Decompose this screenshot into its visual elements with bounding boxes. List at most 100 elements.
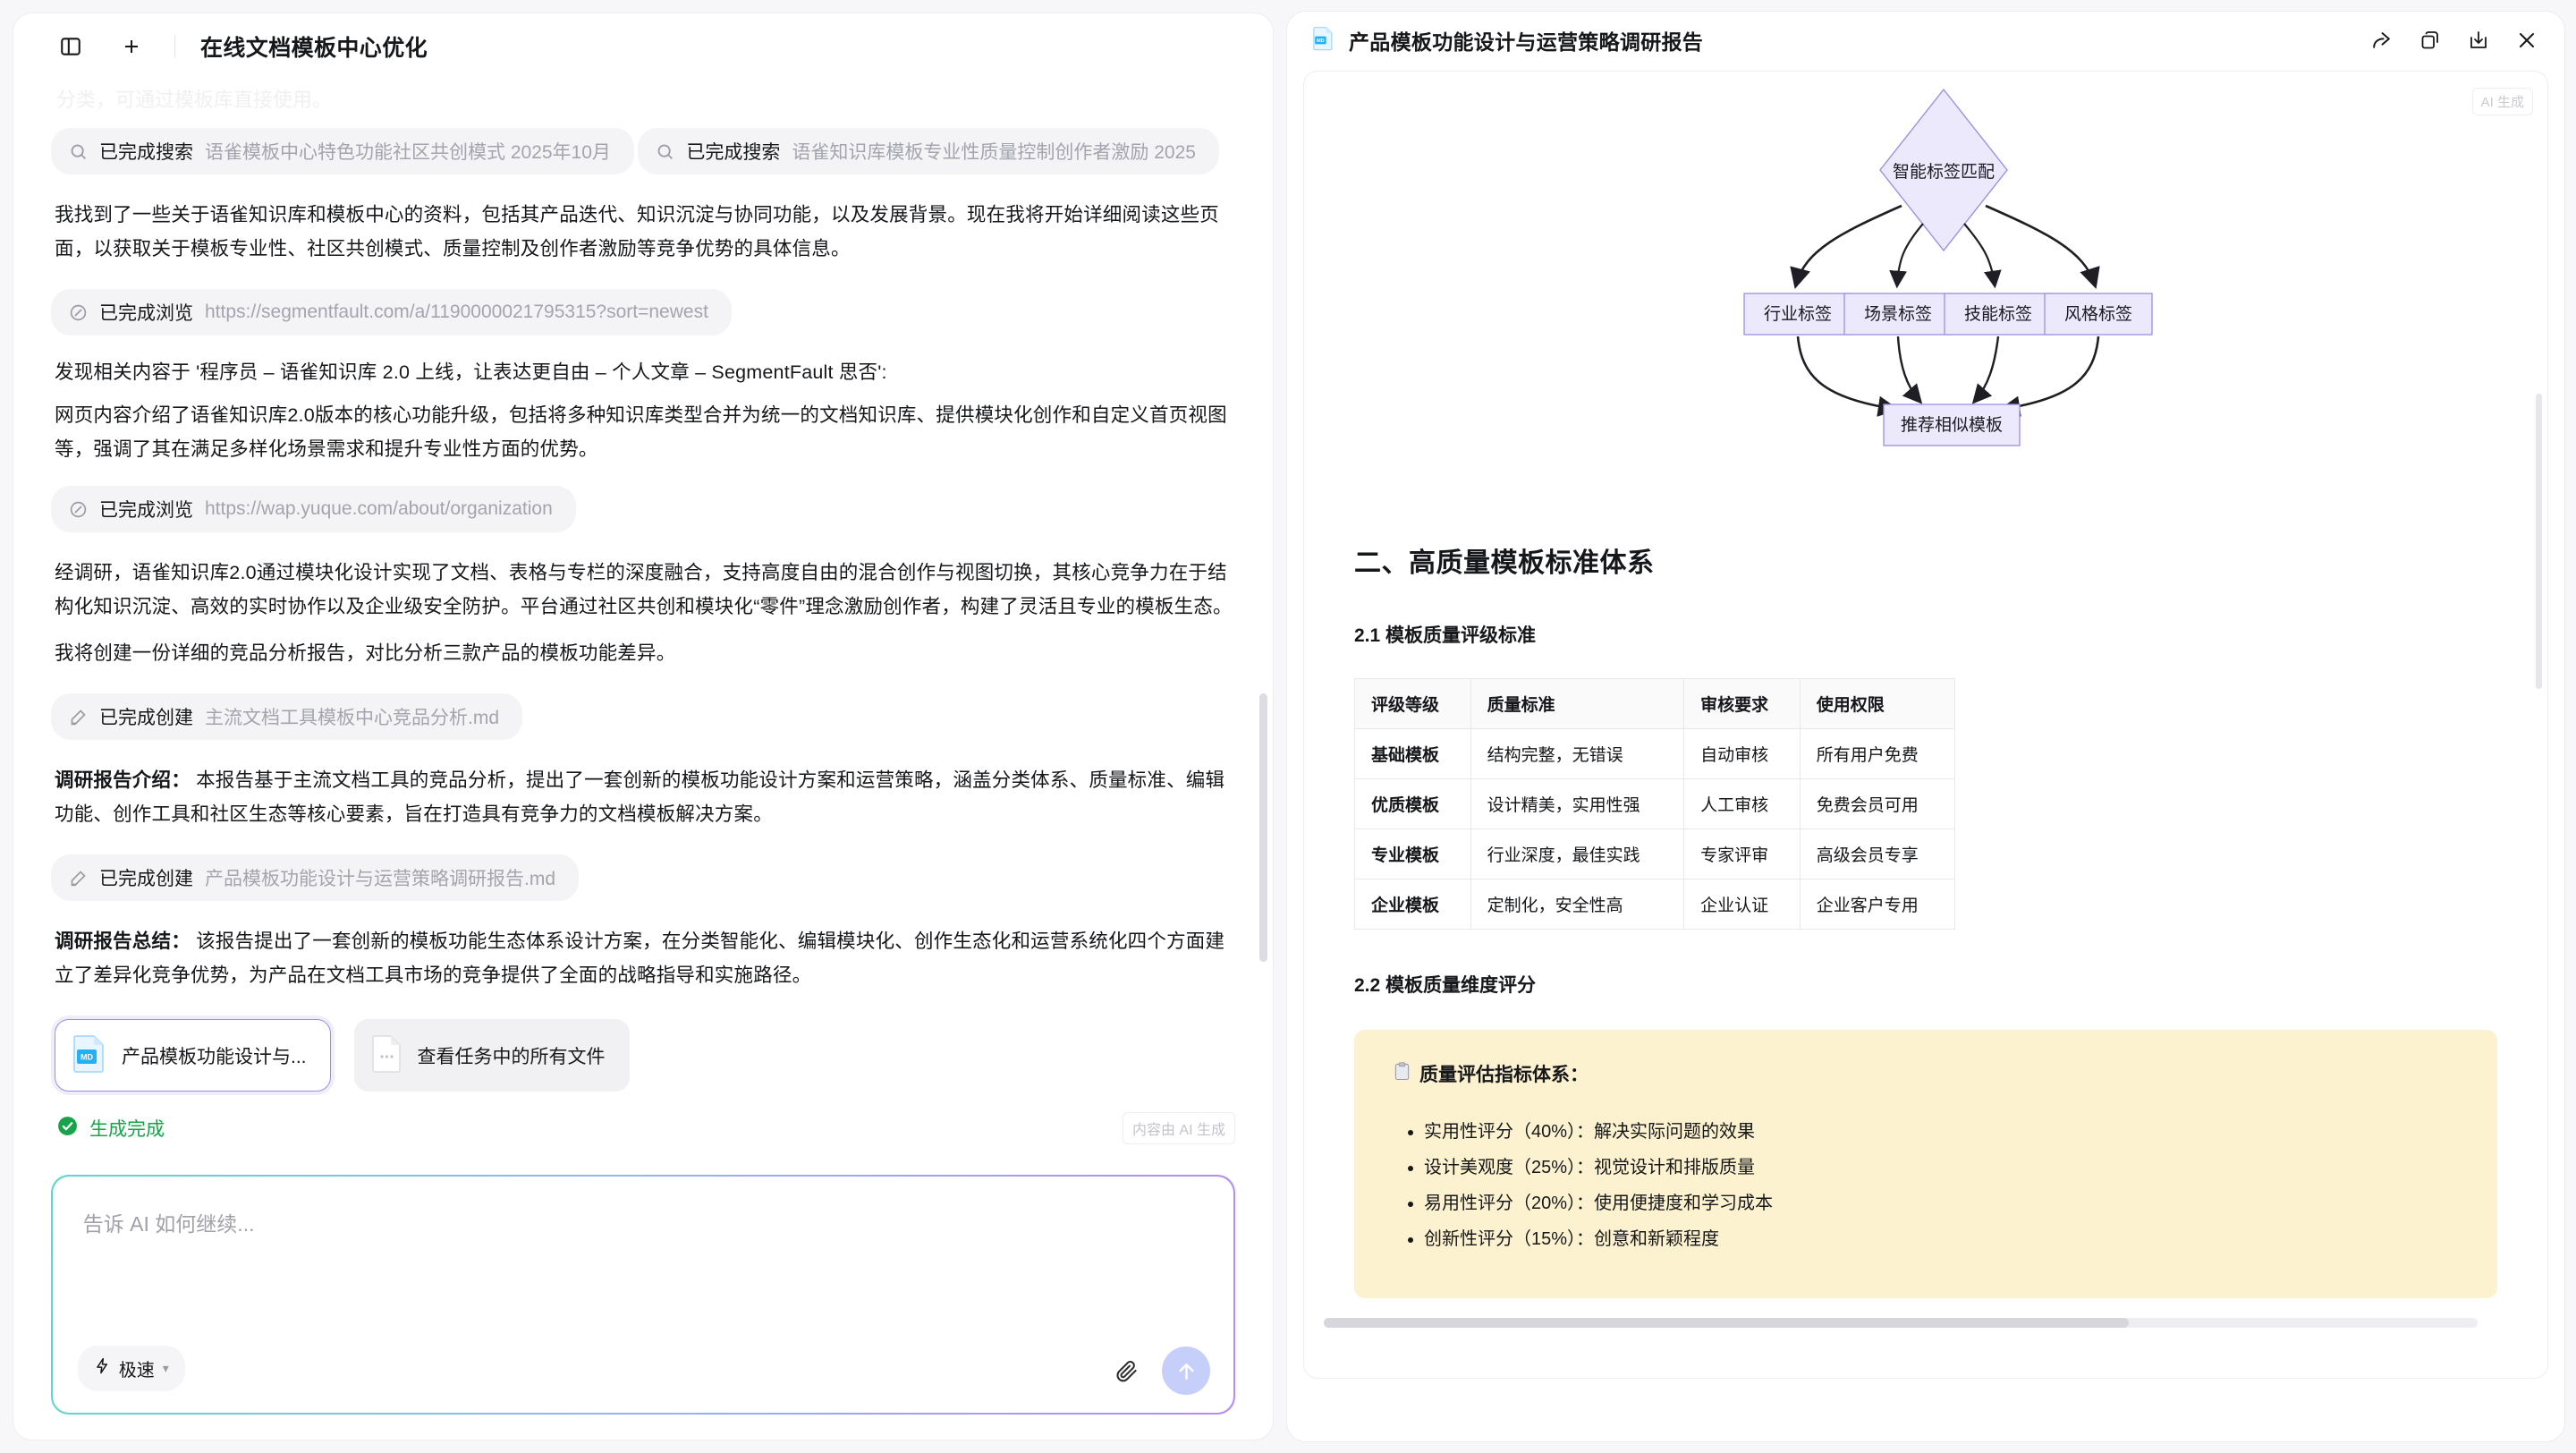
mode-label: 极速 xyxy=(118,1361,155,1381)
step-value: 主流文档工具模板中心竞品分析.md xyxy=(205,708,500,728)
file-card-list: MD 产品模板功能设计与... 查看任务中的所有文件 xyxy=(55,1019,1235,1092)
table-cell: 所有用户免费 xyxy=(1799,728,1956,779)
composer-inner: 告诉 AI 如何继续... 极速 ▾ xyxy=(52,1176,1234,1414)
svg-text:MD: MD xyxy=(1317,38,1325,44)
table-header-cell: 使用权限 xyxy=(1799,678,1956,729)
table-cell: 优质模板 xyxy=(1354,778,1471,829)
document-horizontal-scrollbar[interactable] xyxy=(1324,1318,2478,1328)
table-cell: 专业模板 xyxy=(1354,828,1471,879)
step-value: https://segmentfault.com/a/1190000021795… xyxy=(205,302,708,322)
chat-panel: 在线文档模板中心优化 分类，可通过模板库直接使用。 已完成搜索 语雀模板中心特色… xyxy=(13,13,1274,1440)
step-create-2[interactable]: 已完成创建 产品模板功能设计与运营策略调研报告.md xyxy=(51,854,580,901)
chevron-down-icon: ▾ xyxy=(162,1361,169,1376)
step-search-1[interactable]: 已完成搜索 语雀模板中心特色功能社区共创模式 2025年10月 xyxy=(51,128,634,174)
generation-status: 生成完成 内容由 AI 生成 xyxy=(56,1112,1235,1144)
document-text: 二、高质量模板标准体系 2.1 模板质量评级标准 评级等级 质量标准 审核要求 … xyxy=(1304,540,2547,1298)
table-cell: 设计精美，实用性强 xyxy=(1470,778,1685,829)
browse-icon xyxy=(69,303,88,322)
table-header-cell: 评级等级 xyxy=(1354,678,1471,729)
copy-icon[interactable] xyxy=(2419,30,2441,51)
step-browse-2[interactable]: 已完成浏览 https://wap.yuque.com/about/organi… xyxy=(51,486,576,532)
clipboard-icon xyxy=(1394,1061,1411,1086)
report-summary-text: 该报告提出了一套创新的模板功能生态体系设计方案，在分类智能化、编辑模块化、创作生… xyxy=(55,930,1225,986)
close-icon[interactable] xyxy=(2516,30,2538,51)
table-header-cell: 审核要求 xyxy=(1683,678,1801,729)
step-value: 语雀模板中心特色功能社区共创模式 2025年10月 xyxy=(205,142,611,163)
send-button[interactable] xyxy=(1162,1347,1211,1396)
page-title: 在线文档模板中心优化 xyxy=(200,36,428,61)
list-item: 创新性评分（15%）：创意和新颖程度 xyxy=(1424,1221,2458,1257)
step-label: 已完成浏览 xyxy=(99,500,193,521)
svg-text:行业标签: 行业标签 xyxy=(1764,304,1832,324)
mode-selector[interactable]: 极速 ▾ xyxy=(77,1346,185,1392)
step-value: https://wap.yuque.com/about/organization xyxy=(205,498,553,519)
svg-text:风格标签: 风格标签 xyxy=(2064,304,2132,324)
step-label: 已完成搜索 xyxy=(686,142,781,163)
step-create-1[interactable]: 已完成创建 主流文档工具模板中心竞品分析.md xyxy=(51,693,523,740)
panel-toggle-icon[interactable] xyxy=(53,29,89,64)
search-icon xyxy=(69,142,88,161)
table-row: 优质模板 设计精美，实用性强 人工审核 免费会员可用 xyxy=(1354,778,1956,829)
list-item: 实用性评分（40%）：解决实际问题的效果 xyxy=(1424,1114,2458,1150)
section-heading: 二、高质量模板标准体系 xyxy=(1354,548,1655,578)
check-circle-icon xyxy=(56,1115,79,1142)
chat-scroll-area[interactable]: 分类，可通过模板库直接使用。 已完成搜索 语雀模板中心特色功能社区共创模式 20… xyxy=(13,80,1273,1440)
file-card-view-all[interactable]: 查看任务中的所有文件 xyxy=(353,1019,630,1092)
paperclip-icon[interactable] xyxy=(1114,1359,1139,1388)
plus-icon[interactable] xyxy=(114,29,149,64)
table-header-row: 评级等级 质量标准 审核要求 使用权限 xyxy=(1354,678,1956,729)
assistant-paragraph: 我将创建一份详细的竞品分析报告，对比分析三款产品的模板功能差异。 xyxy=(55,642,676,664)
document-vertical-scrollbar[interactable] xyxy=(2536,394,2542,689)
callout-title-row: 质量评估指标体系： xyxy=(1394,1060,2458,1087)
subsection-heading-2: 2.2 模板质量维度评分 xyxy=(1354,975,1537,996)
step-value: 产品模板功能设计与运营策略调研报告.md xyxy=(205,869,556,889)
callout-title-text: 质量评估指标体系： xyxy=(1419,1065,1589,1085)
table-cell: 企业模板 xyxy=(1354,879,1471,930)
more-file-icon xyxy=(371,1033,403,1077)
chat-scrollbar[interactable] xyxy=(1259,693,1267,962)
browse-icon xyxy=(69,500,88,519)
document-panel: MD 产品模板功能设计与运营策略调研报告 xyxy=(1286,11,2565,1442)
svg-text:MD: MD xyxy=(80,1053,93,1062)
share-icon[interactable] xyxy=(2370,30,2393,52)
download-icon[interactable] xyxy=(2468,30,2489,51)
scrollbar-thumb[interactable] xyxy=(1324,1318,2129,1328)
document-body[interactable]: AI 生成 智能标签匹配 行业标签 xyxy=(1303,71,2548,1379)
document-header: MD 产品模板功能设计与运营策略调研报告 xyxy=(1287,12,2564,69)
callout-list: 实用性评分（40%）：解决实际问题的效果 设计美观度（25%）：视觉设计和排版质… xyxy=(1424,1114,2458,1257)
step-label: 已完成创建 xyxy=(99,869,193,889)
step-browse-1[interactable]: 已完成浏览 https://segmentfault.com/a/1190000… xyxy=(51,289,732,336)
faded-previous-text: 分类，可通过模板库直接使用。 xyxy=(56,89,333,111)
list-item: 设计美观度（25%）：视觉设计和排版质量 xyxy=(1424,1150,2458,1185)
step-search-2[interactable]: 已完成搜索 语雀知识库模板专业性质量控制创作者激励 2025 xyxy=(638,128,1219,174)
chat-header: 在线文档模板中心优化 xyxy=(13,13,1273,80)
table-cell: 企业客户专用 xyxy=(1799,879,1956,930)
report-summary-paragraph: 调研报告总结： 该报告提出了一套创新的模板功能生态体系设计方案，在分类智能化、编… xyxy=(55,924,1235,992)
step-value: 语雀知识库模板专业性质量控制创作者激励 2025 xyxy=(792,142,1196,163)
status-text: 生成完成 xyxy=(89,1119,165,1140)
edit-icon xyxy=(69,708,88,726)
assistant-paragraph: 经调研，语雀知识库2.0通过模块化设计实现了文档、表格与专栏的深度融合，支持高度… xyxy=(55,562,1233,617)
step-label: 已完成创建 xyxy=(99,708,193,728)
md-file-icon: MD xyxy=(72,1033,107,1077)
composer-input[interactable]: 告诉 AI 如何继续... xyxy=(82,1211,255,1236)
tag-matching-diagram: 智能标签匹配 行业标签 场景标签 技能标签 风格标签 xyxy=(1304,72,2547,524)
table-cell: 基础模板 xyxy=(1354,728,1471,779)
header-divider xyxy=(174,35,175,58)
md-file-icon: MD xyxy=(1312,25,1335,55)
edit-icon xyxy=(69,869,88,888)
assistant-paragraph: 我找到了一些关于语雀知识库和模板中心的资料，包括其产品迭代、知识沉淀与协同功能，… xyxy=(55,204,1220,259)
table-cell: 人工审核 xyxy=(1683,778,1801,829)
report-intro-label: 调研报告介绍： xyxy=(55,769,191,791)
file-card-report[interactable]: MD 产品模板功能设计与... xyxy=(55,1019,331,1092)
file-card-name: 查看任务中的所有文件 xyxy=(417,1046,606,1067)
table-cell: 结构完整，无错误 xyxy=(1470,728,1685,779)
report-summary-label: 调研报告总结： xyxy=(55,930,191,952)
lightning-icon xyxy=(94,1357,111,1380)
report-intro-text: 本报告基于主流文档工具的竞品分析，提出了一套创新的模板功能设计方案和运营策略，涵… xyxy=(55,769,1225,825)
table-cell: 自动审核 xyxy=(1683,728,1801,779)
subsection-heading-1: 2.1 模板质量评级标准 xyxy=(1354,625,1537,646)
svg-text:技能标签: 技能标签 xyxy=(1964,304,2032,324)
svg-text:场景标签: 场景标签 xyxy=(1864,304,1932,324)
table-row: 企业模板 定制化，安全性高 企业认证 企业客户专用 xyxy=(1354,879,1956,930)
